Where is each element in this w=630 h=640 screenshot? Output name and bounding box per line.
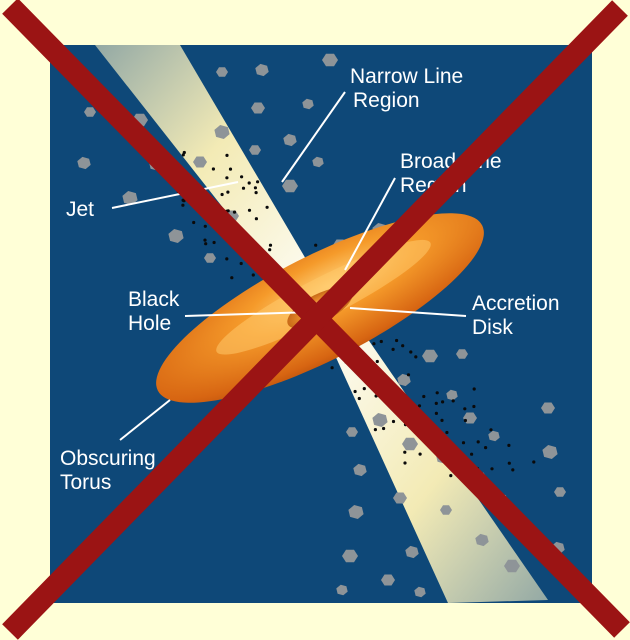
particle-dot (403, 461, 406, 464)
particle-dot (507, 444, 510, 447)
particle-dot (484, 446, 487, 449)
particle-dot (462, 441, 465, 444)
particle-dot (269, 244, 272, 247)
particle-dot (225, 176, 228, 179)
particle-dot (248, 209, 251, 212)
particle-dot (445, 431, 448, 434)
particle-dot (380, 340, 383, 343)
particle-dot (363, 387, 366, 390)
particle-dot (212, 167, 215, 170)
particle-dot (477, 440, 480, 443)
particle-dot (192, 221, 195, 224)
particle-dot (374, 428, 377, 431)
particle-dot (221, 193, 224, 196)
label-black-hole-line1: Black (128, 288, 180, 311)
particle-dot (203, 239, 206, 242)
label-accretion-disk-line1: Accretion (472, 292, 560, 315)
particle-dot (213, 241, 216, 244)
particle-dot (266, 206, 269, 209)
particle-dot (248, 181, 251, 184)
particle-dot (229, 168, 232, 171)
particle-dot (508, 462, 511, 465)
particle-dot (395, 339, 398, 342)
particle-dot (392, 348, 395, 351)
particle-dot (230, 276, 233, 279)
particle-dot (403, 451, 406, 454)
particle-dot (511, 468, 514, 471)
particle-dot (463, 407, 466, 410)
particle-dot (242, 187, 245, 190)
particle-dot (331, 366, 334, 369)
label-narrow-line-region-line1: Narrow Line (350, 65, 463, 88)
particle-dot (252, 273, 255, 276)
particle-dot (435, 412, 438, 415)
particle-dot (452, 399, 455, 402)
particle-dot (204, 225, 207, 228)
particle-dot (225, 154, 228, 157)
label-narrow-line-region-line2: Region (353, 89, 420, 112)
particle-dot (414, 355, 417, 358)
particle-dot (225, 257, 228, 260)
particle-dot (255, 217, 258, 220)
particle-dot (419, 453, 422, 456)
particle-dot (314, 244, 317, 247)
particle-dot (358, 397, 361, 400)
particle-dot (255, 191, 258, 194)
particle-dot (422, 395, 425, 398)
particle-dot (240, 175, 243, 178)
particle-dot (435, 402, 438, 405)
particle-dot (240, 262, 243, 265)
particle-dot (233, 211, 236, 214)
particle-dot (204, 242, 207, 245)
particle-dot (401, 344, 404, 347)
particle-dot (372, 342, 375, 345)
particle-dot (382, 427, 385, 430)
particle-dot (181, 204, 184, 207)
label-black-hole-line2: Hole (128, 312, 171, 335)
particle-dot (464, 419, 467, 422)
label-accretion-disk-line2: Disk (472, 316, 513, 339)
particle-dot (268, 248, 271, 251)
particle-dot (182, 153, 185, 156)
particle-dot (226, 191, 229, 194)
particle-dot (256, 180, 259, 183)
particle-dot (449, 474, 452, 477)
particle-dot (376, 360, 379, 363)
particle-dot (354, 390, 357, 393)
label-obscuring-torus-line2: Torus (60, 471, 111, 494)
particle-dot (392, 420, 395, 423)
particle-dot (436, 391, 439, 394)
label-jet: Jet (66, 198, 94, 221)
particle-dot (254, 186, 257, 189)
particle-dot (489, 428, 492, 431)
particle-dot (440, 419, 443, 422)
particle-dot (409, 350, 412, 353)
particle-dot (441, 400, 444, 403)
particle-dot (472, 405, 475, 408)
particle-dot (407, 373, 410, 376)
particle-dot (470, 453, 473, 456)
particle-dot (490, 467, 493, 470)
particle-dot (473, 387, 476, 390)
label-obscuring-torus-line1: Obscuring (60, 447, 156, 470)
particle-dot (532, 460, 535, 463)
